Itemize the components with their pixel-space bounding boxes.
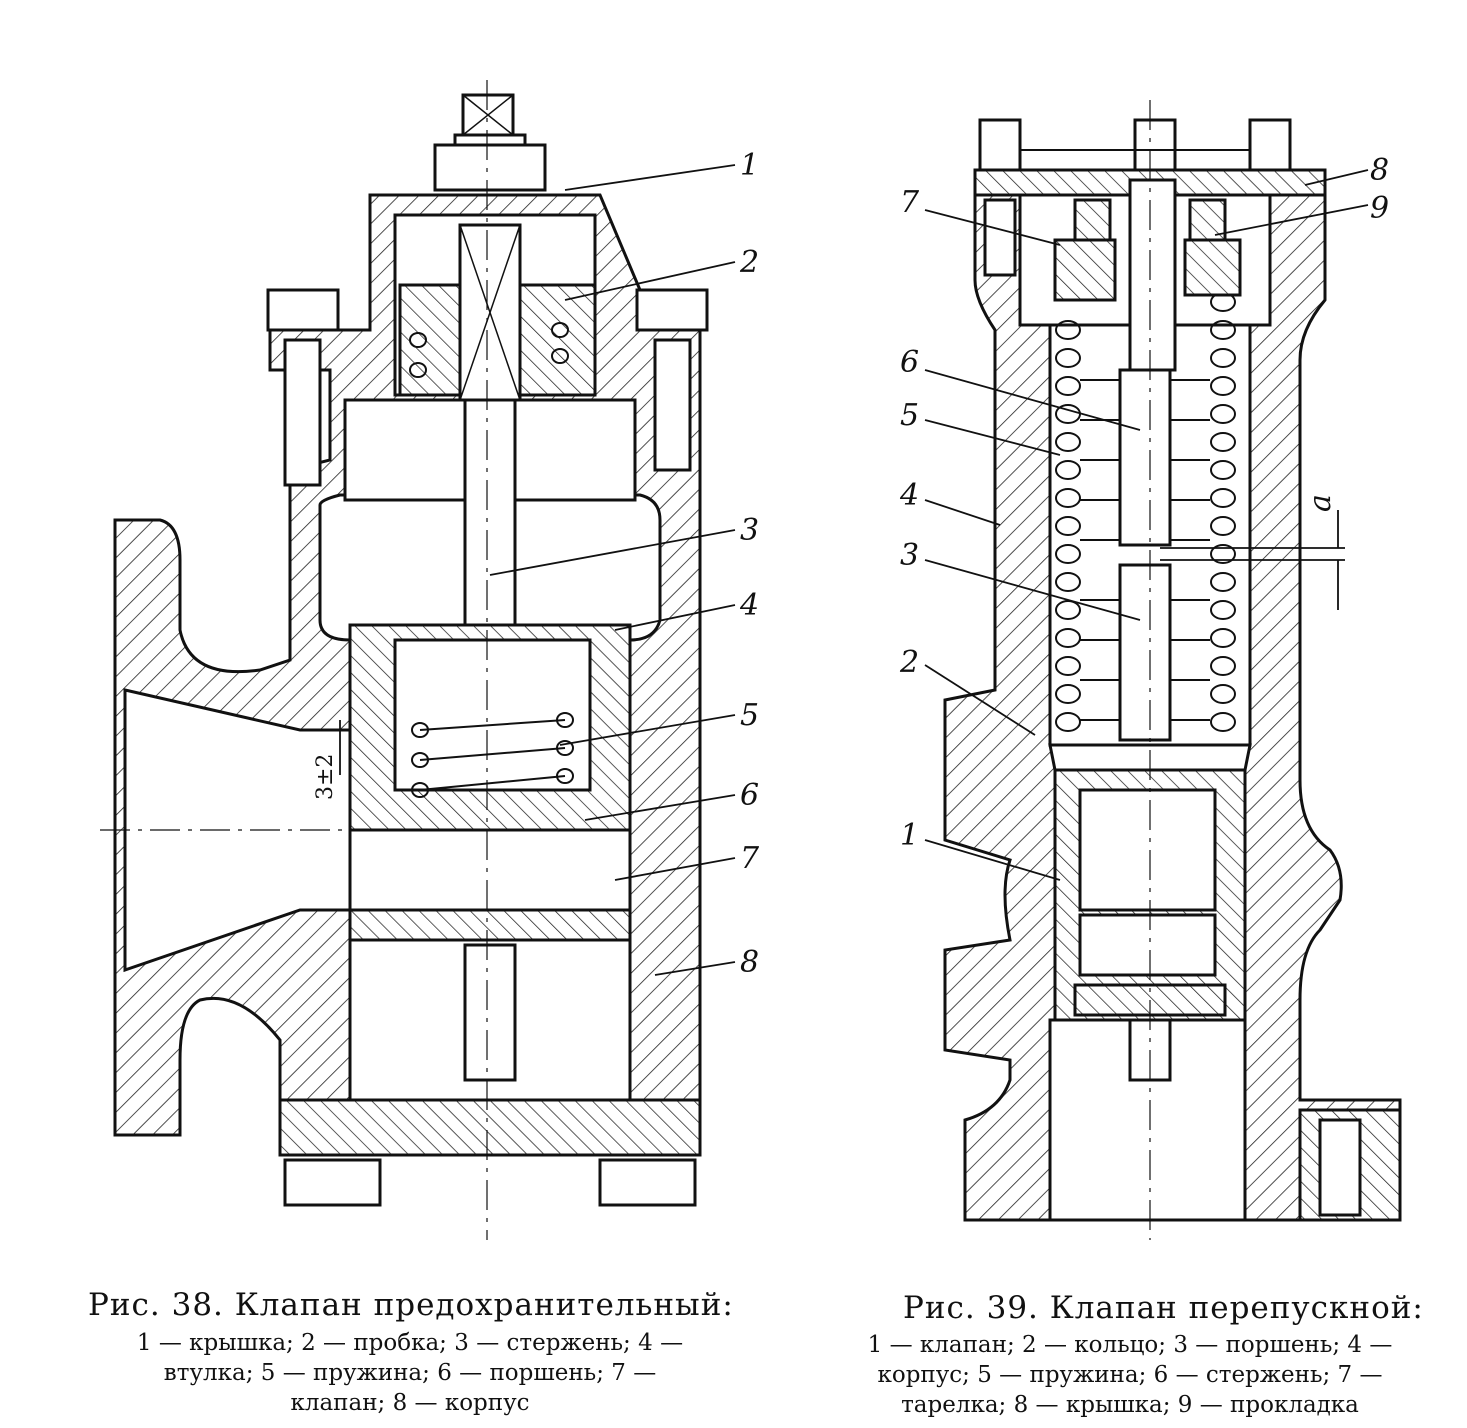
fig39-callout-9: 9 (1370, 191, 1389, 226)
fig38-dimension-label: 3±2 (313, 754, 338, 800)
fig39-callout-4: 4 (899, 478, 919, 513)
fig38-callout-4: 4 (739, 588, 759, 623)
fig38-safety-valve-drawing (100, 80, 736, 1240)
fig39-caption-title: Рис. 39. Клапан перепускной: (903, 1290, 1424, 1326)
fig38-callout-7: 7 (740, 841, 760, 876)
fig38-callout-8: 8 (740, 945, 759, 980)
fig39-callout-6: 6 (900, 345, 919, 380)
fig38-caption-line-1: 1 — крышка; 2 — пробка; 3 — стержень; 4 … (136, 1330, 684, 1356)
fig38-caption-line-2: втулка; 5 — пружина; 6 — поршень; 7 — (163, 1360, 657, 1386)
fig38-callout-3: 3 (740, 513, 759, 548)
fig39-callout-7: 7 (900, 185, 920, 220)
fig38-callouts: 1 2 3 4 5 6 7 8 3±2 (313, 148, 760, 980)
fig39-caption-line-3: тарелка; 8 — крышка; 9 — прокладка (901, 1392, 1359, 1418)
fig38-caption-title: Рис. 38. Клапан предохранительный: (88, 1287, 734, 1323)
fig39-callout-5: 5 (900, 398, 919, 433)
fig39-callout-3: 3 (900, 538, 919, 573)
fig38-callout-1: 1 (740, 148, 759, 183)
fig39-bypass-valve-drawing (924, 100, 1402, 1240)
fig39-callouts: 8 9 7 6 5 4 3 2 1 a (899, 153, 1389, 853)
fig38-callout-5: 5 (740, 698, 759, 733)
fig38-callout-2: 2 (739, 245, 759, 280)
fig38-callout-6: 6 (740, 778, 759, 813)
fig39-callout-8: 8 (1370, 153, 1389, 188)
fig39-callout-1: 1 (900, 818, 919, 853)
fig38-caption-line-3: клапан; 8 — корпус (290, 1390, 530, 1416)
fig38-caption-legend: 1 — крышка; 2 — пробка; 3 — стержень; 4 … (60, 1328, 760, 1418)
fig39-caption-line-1: 1 — клапан; 2 — кольцо; 3 — поршень; 4 — (867, 1332, 1393, 1358)
fig39-caption-legend: 1 — клапан; 2 — кольцо; 3 — поршень; 4 —… (800, 1330, 1460, 1420)
fig39-callout-2: 2 (899, 645, 919, 680)
fig39-caption-line-2: корпус; 5 — пружина; 6 — стержень; 7 — (877, 1362, 1383, 1388)
fig39-dimension-label: a (1303, 494, 1338, 512)
